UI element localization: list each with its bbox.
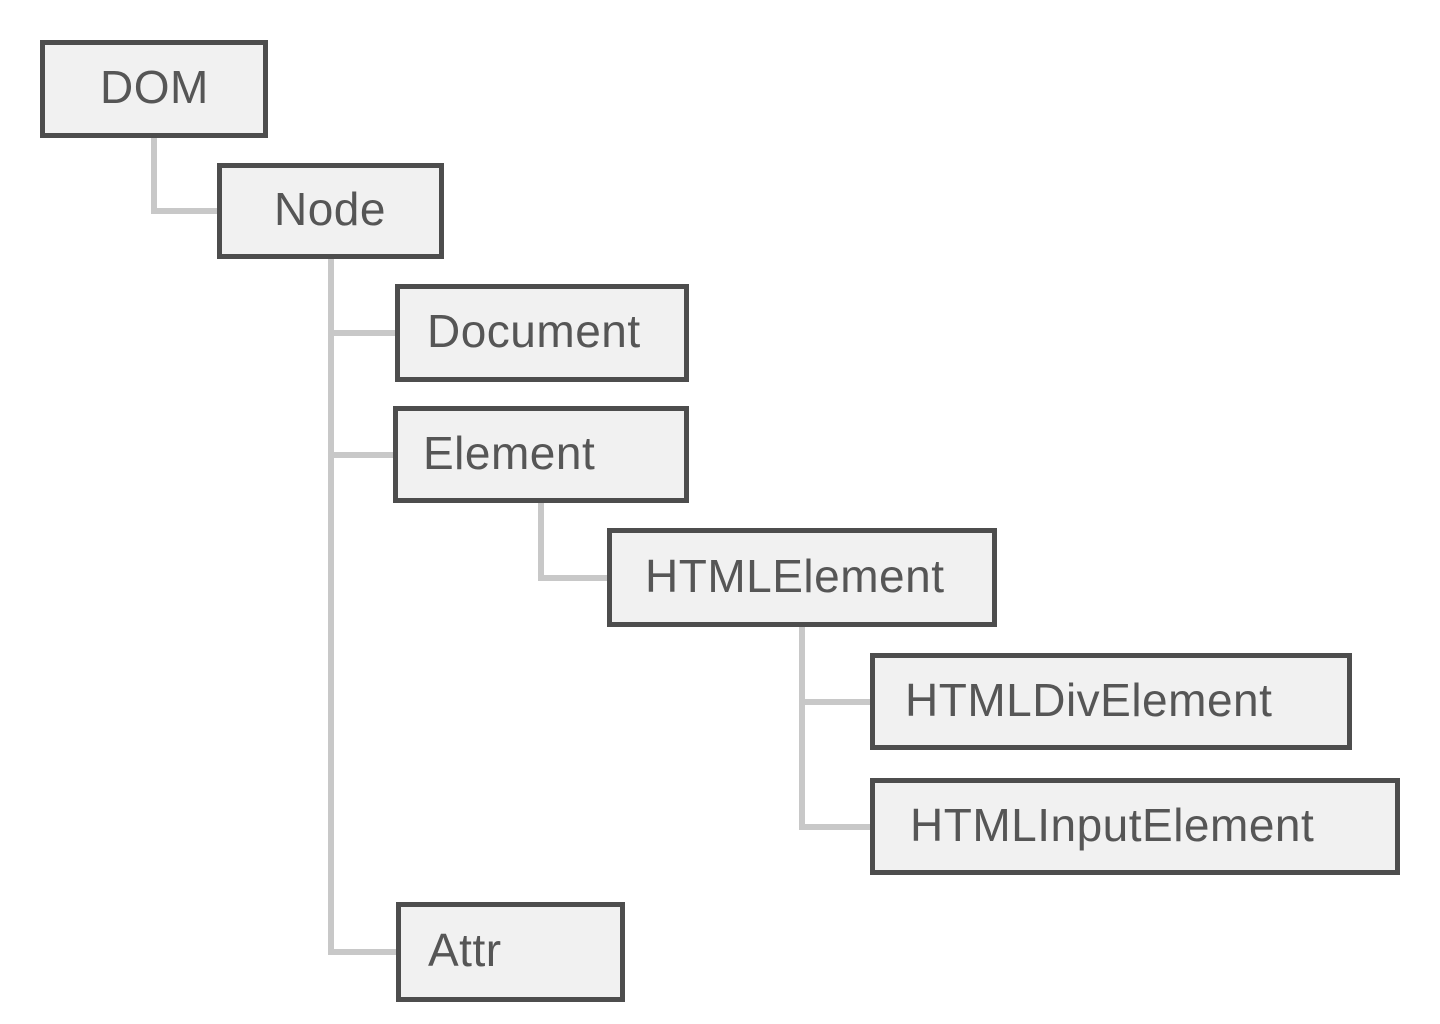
connector-line-dom-node-horizontal — [151, 208, 217, 214]
tree-node-label-node: Node — [274, 183, 386, 235]
tree-node-node: Node — [217, 163, 444, 259]
tree-node-label-htmldivelement: HTMLDivElement — [905, 673, 1273, 726]
tree-node-label-document: Document — [427, 305, 641, 357]
tree-node-label-htmlelement: HTMLElement — [645, 549, 945, 602]
connector-line-element-htmlelement-vertical — [538, 503, 544, 581]
tree-node-label-dom: DOM — [100, 61, 209, 113]
connector-line-htmlelement-htmlinputelement-horizontal — [799, 823, 870, 830]
tree-node-label-attr: Attr — [428, 924, 502, 976]
tree-node-label-element: Element — [423, 426, 596, 479]
tree-node-label-htmlinputelement: HTMLInputElement — [910, 798, 1315, 851]
tree-node-htmlelement: HTMLElement — [607, 528, 997, 627]
tree-node-document: Document — [395, 284, 689, 382]
connector-line-dom-node-vertical — [151, 138, 157, 214]
connector-line-htmlelement-htmldivelement-horizontal — [799, 698, 870, 705]
connector-line-node-document-horizontal — [327, 330, 395, 336]
tree-node-attr: Attr — [396, 902, 625, 1002]
connector-line-node-element-horizontal — [327, 451, 393, 458]
tree-node-htmlinputelement: HTMLInputElement — [870, 778, 1400, 875]
tree-node-dom: DOM — [40, 40, 268, 138]
connector-line-node-attr-horizontal — [327, 949, 396, 955]
connector-line-htmlelement-htmlinputelement-vertical — [799, 627, 805, 830]
connector-line-element-htmlelement-horizontal — [538, 574, 607, 581]
connector-line-node-attr-vertical — [327, 259, 334, 955]
tree-node-element: Element — [393, 406, 689, 503]
tree-node-htmldivelement: HTMLDivElement — [870, 653, 1352, 750]
